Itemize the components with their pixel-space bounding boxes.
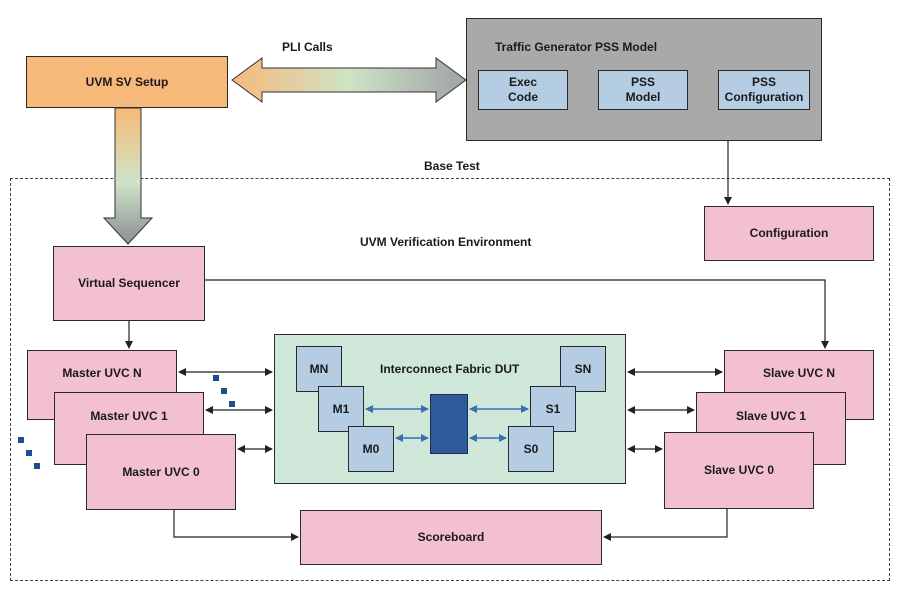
uvm-sv-setup-box: UVM SV Setup <box>26 56 228 108</box>
exec-code-box: Exec Code <box>478 70 568 110</box>
base-test-container <box>10 178 890 581</box>
scoreboard-label: Scoreboard <box>417 530 485 544</box>
pss-model-box: PSS Model <box>598 70 688 110</box>
port-s0-label: S0 <box>523 441 539 456</box>
configuration-label: Configuration <box>749 226 829 240</box>
virtual-sequencer-box: Virtual Sequencer <box>53 246 205 321</box>
pss-configuration-label: PSS Configuration <box>724 75 804 104</box>
port-mn: MN <box>296 346 342 392</box>
master-uvc-n-label: Master UVC N <box>62 366 142 380</box>
exec-code-label: Exec Code <box>508 75 538 104</box>
slave-uvc-0-label: Slave UVC 0 <box>703 463 775 477</box>
port-sn: SN <box>560 346 606 392</box>
fabric-core-block <box>430 394 468 454</box>
dut-title: Interconnect Fabric DUT <box>380 362 520 376</box>
pss-model-label: PSS Model <box>625 75 661 104</box>
pss-configuration-box: PSS Configuration <box>718 70 810 110</box>
master-uvc-0-box: Master UVC 0 <box>86 434 236 510</box>
base-test-label: Base Test <box>424 159 480 173</box>
uvm-sv-setup-label: UVM SV Setup <box>85 74 169 89</box>
port-m1: M1 <box>318 386 364 432</box>
master-uvc-1-label: Master UVC 1 <box>90 409 168 423</box>
scoreboard-box: Scoreboard <box>300 510 602 565</box>
master-uvc-0-label: Master UVC 0 <box>122 464 200 479</box>
port-sn-label: SN <box>574 361 592 376</box>
pli-calls-label: PLI Calls <box>282 40 333 54</box>
pss-model-title: Traffic Generator PSS Model <box>495 40 658 54</box>
port-m1-label: M1 <box>332 401 350 416</box>
uvm-verification-environment-label: UVM Verification Environment <box>360 235 532 249</box>
configuration-box: Configuration <box>704 206 874 261</box>
port-m0: M0 <box>348 426 394 472</box>
slave-uvc-n-label: Slave UVC N <box>762 366 836 380</box>
virtual-sequencer-label: Virtual Sequencer <box>78 276 180 290</box>
slave-uvc-1-label: Slave UVC 1 <box>735 409 807 423</box>
setup-to-sequencer-arrow <box>102 107 154 245</box>
port-s1-label: S1 <box>545 401 561 416</box>
port-m0-label: M0 <box>362 441 380 456</box>
slave-uvc-0-box: Slave UVC 0 <box>664 432 814 509</box>
port-s0: S0 <box>508 426 554 472</box>
pli-calls-arrow <box>231 57 467 103</box>
port-mn-label: MN <box>309 361 329 376</box>
